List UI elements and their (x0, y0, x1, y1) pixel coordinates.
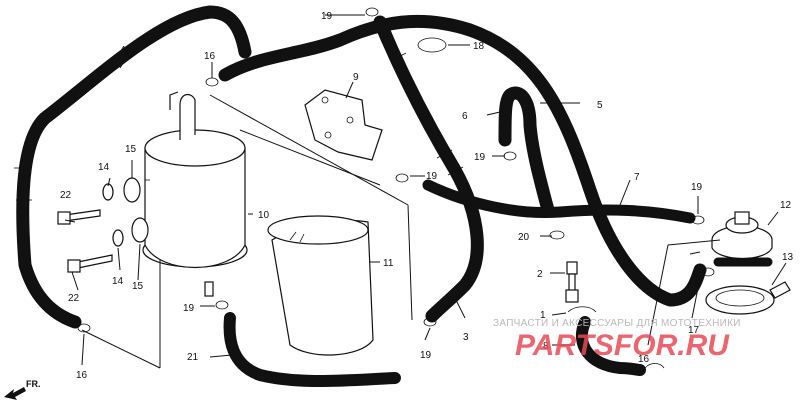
holder-13 (705, 281, 791, 315)
callout-16-top: 16 (204, 51, 216, 62)
callout-19-right: 19 (691, 182, 703, 193)
callout-2: 2 (537, 269, 543, 280)
callout-12: 12 (780, 200, 792, 211)
direction-label: FR. (26, 379, 41, 389)
callout-14-lower: 14 (112, 276, 124, 287)
callout-8: 8 (543, 341, 549, 352)
callout-22-lower: 22 (68, 293, 80, 304)
mount-hardware (57, 177, 149, 273)
front-direction-arrow: FR. (4, 379, 41, 400)
callout-21: 21 (187, 352, 199, 363)
callout-17: 17 (688, 325, 700, 336)
callout-16-bottom-left: 16 (76, 370, 88, 381)
leader-lines (64, 14, 787, 369)
hose-3 (373, 15, 484, 323)
callout-6: 6 (462, 111, 468, 122)
callout-1: 1 (540, 310, 546, 321)
callout-13: 13 (782, 252, 794, 263)
hose-6 (498, 86, 555, 217)
callout-11: 11 (383, 258, 394, 269)
callout-10: 10 (258, 210, 270, 221)
callout-3: 3 (463, 332, 469, 343)
callout-18: 18 (473, 41, 485, 52)
watermark: ЗАПЧАСТИ И АКСЕССУАРЫ ДЛЯ МОТОТЕХНИКИ PA… (493, 318, 741, 362)
hose-21 (223, 312, 401, 387)
callout-15-lower: 15 (132, 281, 144, 292)
hose-7 (422, 179, 696, 224)
callout-19-top: 19 (321, 11, 333, 22)
joint-2 (565, 261, 579, 303)
callout-19-mid-left: 19 (183, 303, 195, 314)
hose-8 (575, 316, 646, 376)
cover-11 (267, 215, 374, 356)
bracket-9 (304, 89, 383, 161)
callout-5: 5 (597, 100, 603, 111)
hose-4 (14, 5, 252, 329)
callout-19-bottom: 19 (420, 350, 432, 361)
callouts: 1 2 3 4 5 6 7 8 9 10 11 12 13 14 14 15 1… (60, 11, 794, 381)
callout-19-mid: 19 (474, 152, 486, 163)
callout-14-upper: 14 (98, 162, 110, 173)
callout-20: 20 (518, 232, 530, 243)
clips (77, 7, 715, 369)
hose-5 (218, 14, 707, 307)
valve-12 (711, 211, 773, 259)
callout-9: 9 (353, 72, 359, 83)
callout-4: 4 (120, 45, 126, 56)
canister-10 (142, 91, 248, 297)
callout-7: 7 (634, 172, 640, 183)
callout-15-upper: 15 (125, 144, 137, 155)
callout-16-right: 16 (638, 354, 650, 365)
watermark-logo: PARTSFOR.RU (515, 329, 730, 362)
callout-22-upper: 22 (60, 190, 72, 201)
callout-19-center: 19 (426, 171, 438, 182)
watermark-tagline: ЗАПЧАСТИ И АКСЕССУАРЫ ДЛЯ МОТОТЕХНИКИ (493, 318, 741, 329)
